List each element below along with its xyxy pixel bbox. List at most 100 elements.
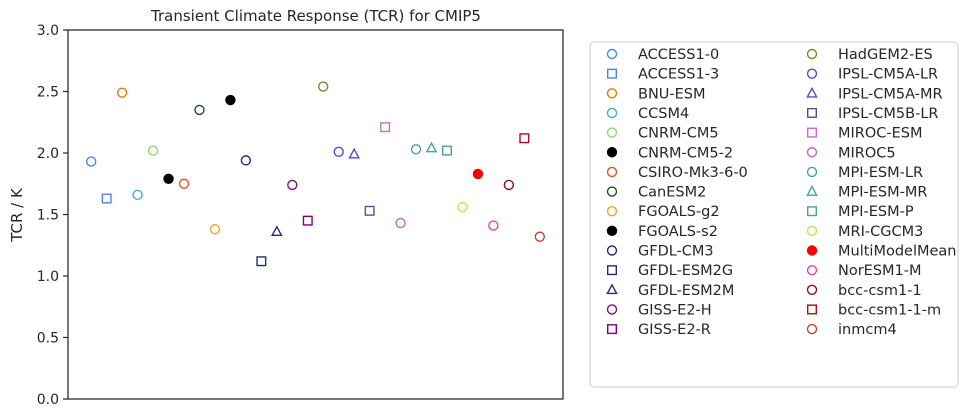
- circle-marker-icon: [806, 323, 818, 335]
- legend-label: ACCESS1-3: [638, 67, 719, 83]
- legend-label: MPI-ESM-MR: [838, 185, 927, 201]
- legend-label: inmcm4: [838, 322, 897, 338]
- data-point-fgoals-s2: [225, 94, 236, 106]
- legend-label: CanESM2: [638, 185, 706, 201]
- legend-label: MIROC5: [838, 145, 896, 161]
- data-point-giss-e2-h: [287, 179, 298, 191]
- data-point-miroc-esm: [380, 122, 391, 133]
- legend-label: MRI-CGCM3: [838, 224, 923, 240]
- y-tick-label: 1.5: [37, 208, 59, 224]
- legend-label: FGOALS-g2: [638, 204, 720, 220]
- data-point-multimodelmean: [472, 168, 484, 180]
- y-tick-label: 2.0: [37, 146, 59, 162]
- square-marker-icon: [607, 324, 618, 335]
- data-point-cnrm-cm5: [147, 145, 159, 156]
- circle-marker-icon: [806, 147, 818, 158]
- data-point-gfdl-esm2m: [271, 225, 283, 237]
- legend-entry: CCSM4: [606, 106, 689, 122]
- data-point-miroc5: [395, 217, 406, 229]
- legend-entry: GFDL-ESM2G: [607, 263, 733, 279]
- legend-entry: MPI-ESM-P: [807, 204, 914, 220]
- legend-entry: MPI-ESM-MR: [806, 185, 927, 201]
- circle-marker-icon: [606, 107, 618, 119]
- legend-label: CNRM-CM5-2: [638, 145, 733, 161]
- legend-entry: GFDL-CM3: [606, 244, 714, 260]
- circle-marker-icon: [606, 48, 618, 60]
- data-point-hadgem2-es: [318, 81, 329, 92]
- y-axis: 0.00.51.01.52.02.53.0: [37, 23, 68, 408]
- circle-marker-icon: [606, 245, 618, 256]
- circle-marker-icon: [806, 245, 818, 256]
- circle-marker-icon: [606, 127, 618, 138]
- y-tick-label: 3.0: [37, 23, 59, 39]
- legend-entry: CNRM-CM5-2: [606, 145, 733, 161]
- legend-label: bcc-csm1-1: [838, 283, 922, 299]
- data-point-cnrm-cm5-2: [163, 173, 174, 185]
- legend-label: GFDL-ESM2G: [638, 263, 733, 279]
- square-marker-icon: [607, 265, 618, 276]
- square-marker-icon: [807, 206, 818, 217]
- data-point-mpi-esm-mr: [425, 141, 438, 153]
- data-point-ipsl-cm5a-mr: [348, 147, 360, 159]
- data-point-canesm2: [194, 104, 205, 116]
- circle-marker-icon: [606, 225, 618, 237]
- legend-label: MPI-ESM-LR: [838, 165, 923, 181]
- legend-label: MPI-ESM-P: [838, 204, 914, 220]
- circle-marker-icon: [606, 166, 618, 178]
- y-tick-label: 2.5: [37, 85, 59, 101]
- y-tick-label: 0.5: [37, 331, 59, 347]
- legend-label: CSIRO-Mk3-6-0: [638, 165, 748, 181]
- legend-entry: MRI-CGCM3: [806, 224, 923, 240]
- legend-entry: CNRM-CM5: [606, 126, 719, 142]
- circle-marker-icon: [606, 147, 618, 158]
- data-point-mpi-esm-p: [441, 145, 452, 156]
- data-point-giss-e2-r: [302, 215, 313, 226]
- legend-entry: FGOALS-g2: [606, 204, 720, 220]
- legend-entry: ACCESS1-0: [606, 47, 719, 63]
- legend-label: GISS-E2-R: [638, 322, 711, 338]
- circle-marker-icon: [606, 186, 618, 197]
- legend-entry: GISS-E2-R: [607, 322, 711, 338]
- legend-entry: MPI-ESM-LR: [806, 165, 923, 181]
- data-point-csiro-mk3-6-0: [178, 178, 190, 189]
- legend-entry: IPSL-CM5A-MR: [806, 86, 943, 102]
- data-point-mpi-esm-lr: [410, 144, 422, 155]
- legend-entry: MIROC-ESM: [807, 126, 923, 142]
- data-point-ccsm4: [132, 189, 143, 201]
- data-point-access1-3: [101, 193, 112, 204]
- legend-entry: FGOALS-s2: [606, 224, 718, 240]
- circle-marker-icon: [606, 88, 618, 99]
- legend-label: HadGEM2-ES: [838, 47, 933, 63]
- y-tick-label: 1.0: [37, 269, 59, 285]
- data-point-access1-0: [86, 156, 97, 167]
- circle-marker-icon: [806, 166, 818, 178]
- data-point-gfdl-cm3: [240, 155, 252, 166]
- triangle-marker-icon: [606, 283, 618, 295]
- legend-label: ACCESS1-0: [638, 47, 719, 63]
- legend-label: GFDL-CM3: [638, 244, 714, 260]
- data-point-inmcm4: [534, 231, 545, 242]
- plot-frame: [67, 29, 564, 400]
- data-point-mri-cgcm3: [457, 201, 468, 213]
- legend-label: BNU-ESM: [638, 86, 706, 102]
- legend-entry: GFDL-ESM2M: [606, 283, 734, 299]
- legend-entry: MultiModelMean: [806, 244, 957, 260]
- legend-entry: inmcm4: [806, 322, 897, 338]
- circle-marker-icon: [806, 68, 818, 79]
- square-marker-icon: [807, 107, 818, 118]
- legend-label: IPSL-CM5A-LR: [838, 67, 938, 83]
- legend-label: bcc-csm1-1-m: [838, 302, 941, 318]
- data-point-bcc-csm1-1-m: [519, 133, 530, 144]
- data-points: [86, 81, 545, 267]
- square-marker-icon: [807, 127, 818, 138]
- legend-label: GFDL-ESM2M: [638, 283, 734, 299]
- legend-box: [589, 41, 959, 388]
- legend-label: MIROC-ESM: [838, 126, 923, 142]
- legend-entry: MIROC5: [806, 145, 896, 161]
- triangle-marker-icon: [806, 185, 818, 196]
- legend-entry: bcc-csm1-1: [806, 283, 922, 299]
- data-point-noresm1-m: [488, 220, 499, 231]
